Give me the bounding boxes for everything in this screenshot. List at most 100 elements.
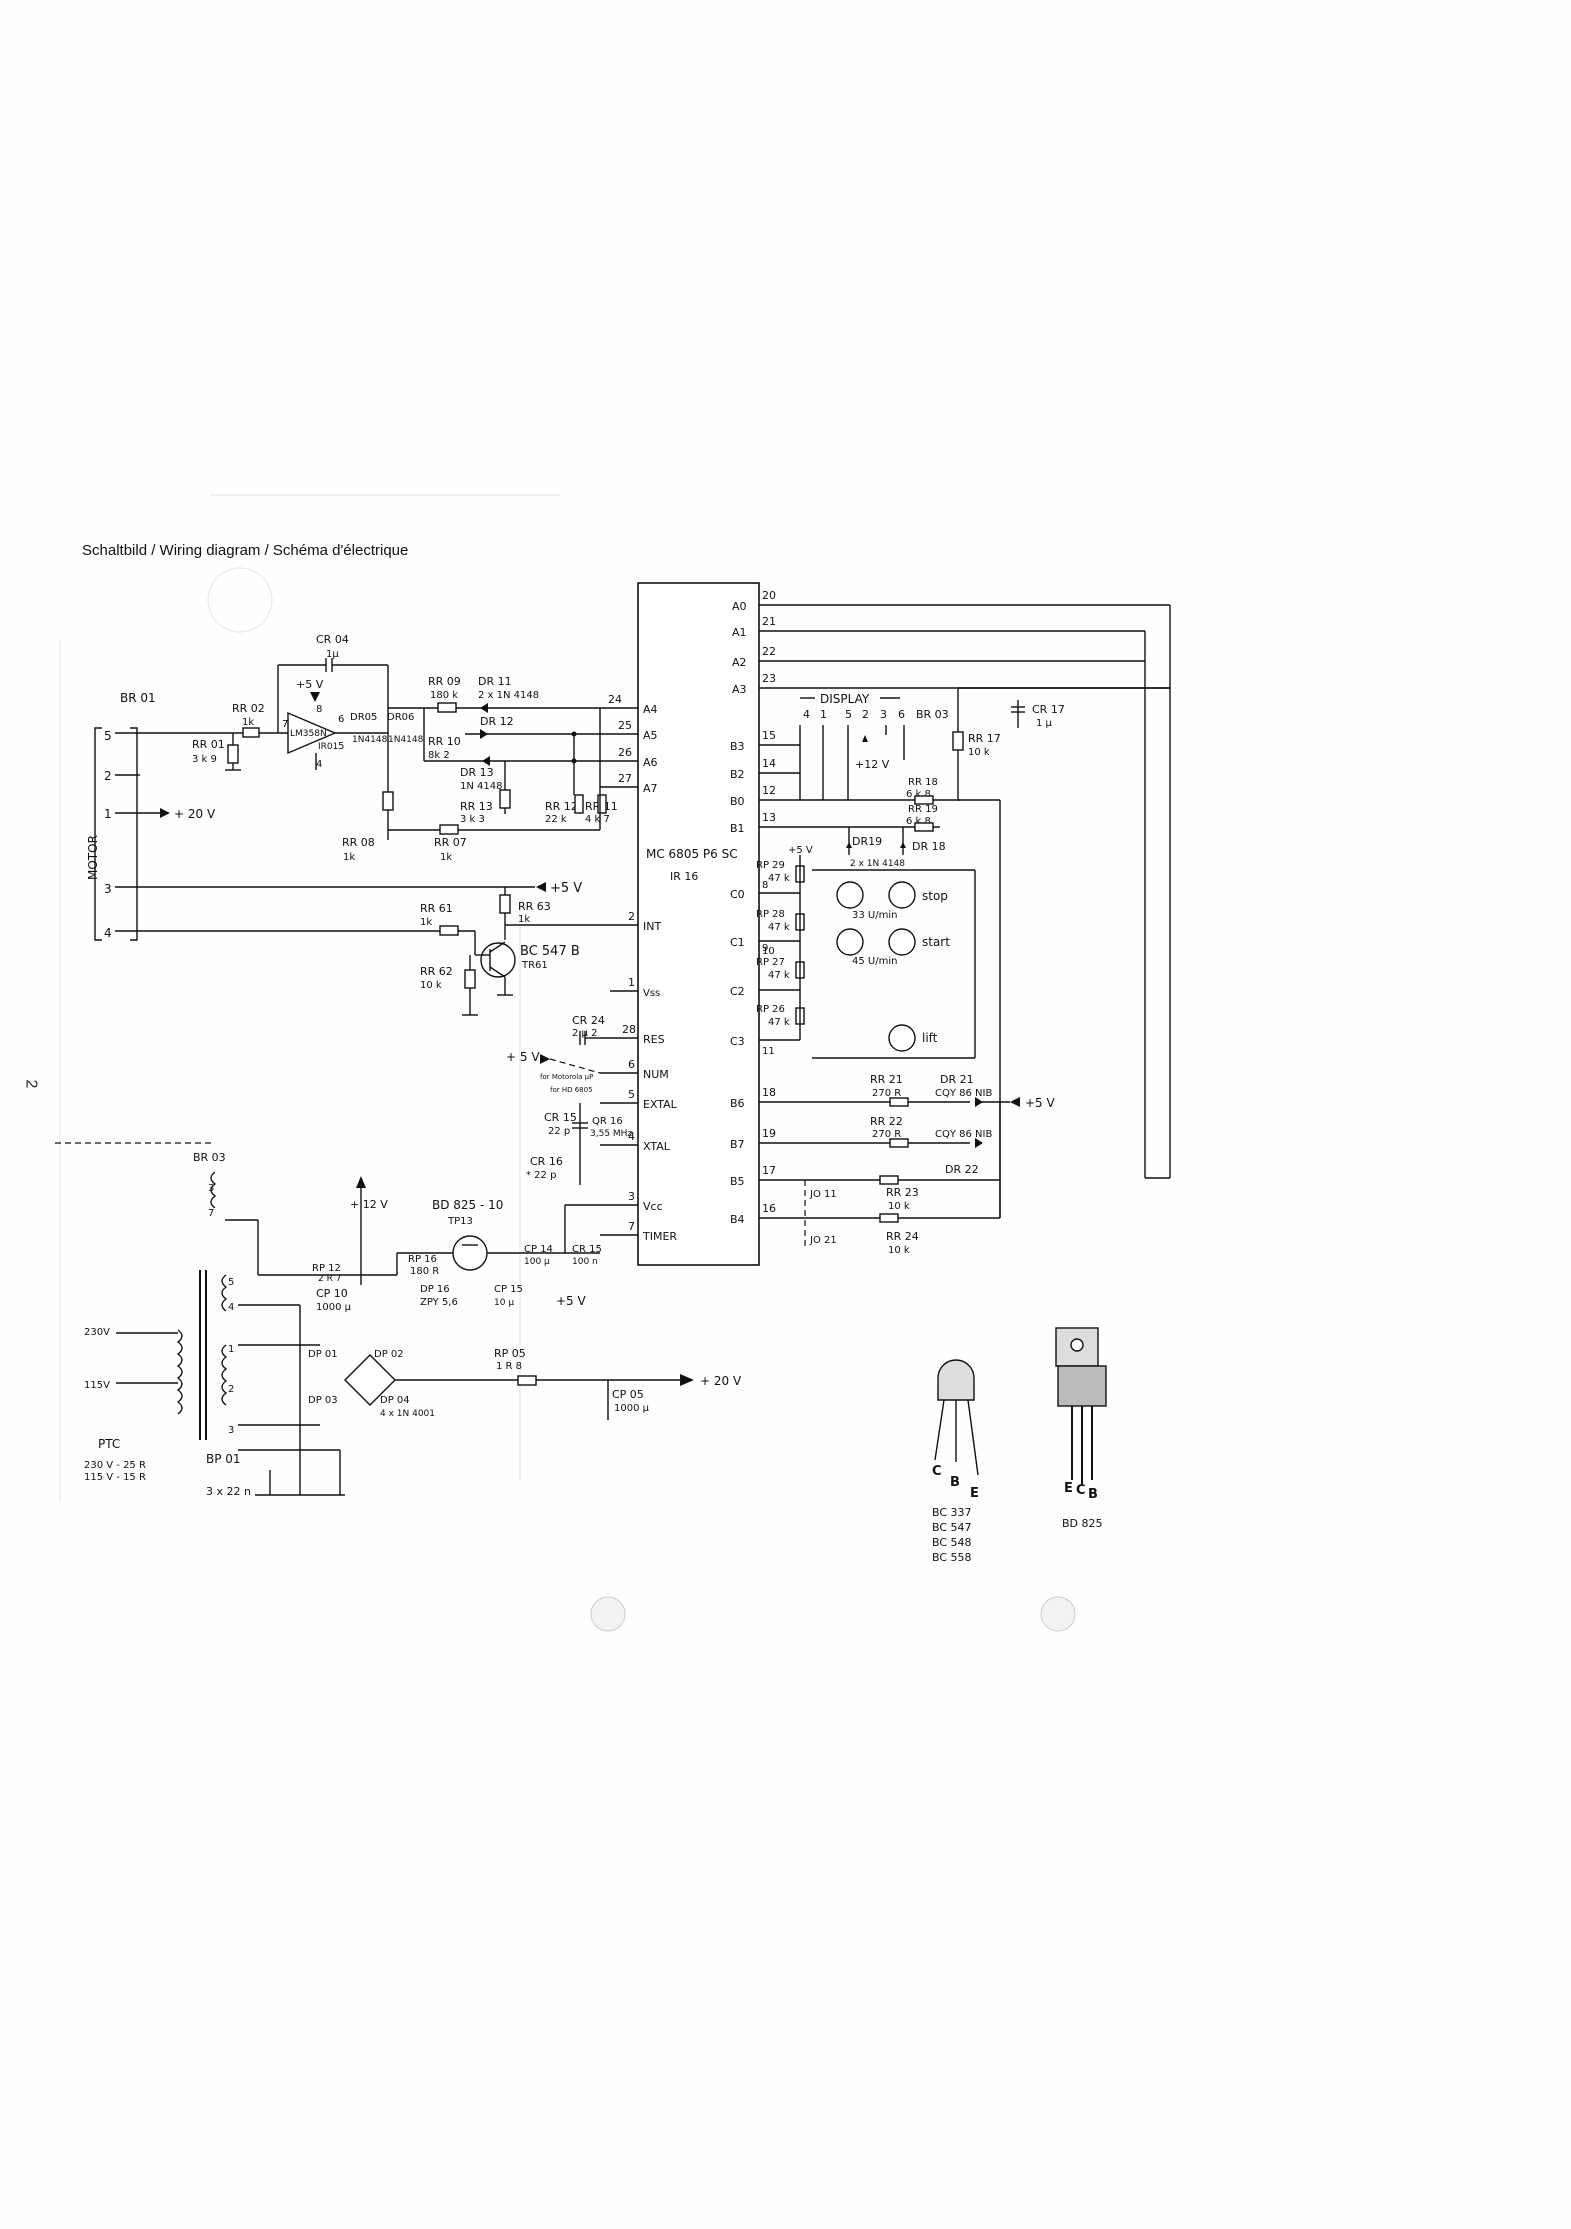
svg-text:E: E: [1064, 1481, 1073, 1496]
svg-text:A4: A4: [643, 703, 658, 716]
svg-text:RP 26: RP 26: [756, 1004, 785, 1015]
svg-text:26: 26: [618, 746, 632, 759]
svg-text:B6: B6: [730, 1097, 745, 1110]
svg-text:47 k: 47 k: [768, 970, 790, 981]
svg-text:CP 05: CP 05: [612, 1388, 644, 1401]
svg-text:2 x 1N 4148: 2 x 1N 4148: [478, 690, 539, 701]
svg-text:CP 10: CP 10: [316, 1287, 348, 1300]
svg-text:18: 18: [762, 1086, 776, 1099]
svg-text:1µ: 1µ: [326, 649, 339, 660]
svg-text:4: 4: [104, 926, 112, 940]
svg-text:3: 3: [104, 882, 112, 896]
svg-text:C: C: [932, 1464, 942, 1479]
svg-text:RR 61: RR 61: [420, 902, 453, 915]
svg-text:7: 7: [628, 1220, 635, 1233]
led-section: RR 21 270 R DR 21 CQY 86 NIB +5 V RR 22 …: [804, 1073, 1056, 1256]
svg-text:C2: C2: [730, 985, 745, 998]
svg-text:33 U/min: 33 U/min: [852, 910, 897, 921]
svg-text:230 V - 25 R: 230 V - 25 R: [84, 1460, 146, 1471]
svg-text:5: 5: [845, 708, 852, 721]
svg-text:3 k 3: 3 k 3: [460, 814, 485, 825]
svg-text:1k: 1k: [242, 717, 254, 728]
svg-text:+ 5 V: + 5 V: [506, 1050, 540, 1064]
svg-text:4 x 1N 4001: 4 x 1N 4001: [380, 1409, 435, 1419]
svg-text:B: B: [950, 1475, 960, 1490]
svg-text:BC 547: BC 547: [932, 1521, 972, 1534]
svg-text:IR01: IR01: [318, 742, 338, 752]
svg-text:RR 13: RR 13: [460, 800, 493, 813]
svg-text:CR 24: CR 24: [572, 1014, 605, 1027]
svg-text:1N4148: 1N4148: [352, 735, 388, 745]
svg-text:17: 17: [762, 1164, 776, 1177]
svg-text:3: 3: [628, 1190, 635, 1203]
svg-text:BR 03: BR 03: [193, 1151, 226, 1164]
svg-text:DP 04: DP 04: [380, 1395, 410, 1406]
svg-text:+12 V: +12 V: [855, 758, 890, 771]
svg-text:8: 8: [316, 704, 322, 715]
svg-text:1 R 8: 1 R 8: [496, 1361, 522, 1372]
svg-text:CQY 86 NIB: CQY 86 NIB: [935, 1129, 992, 1140]
svg-text:2: 2: [628, 910, 635, 923]
svg-text:RR 24: RR 24: [886, 1230, 919, 1243]
svg-text:6: 6: [338, 714, 344, 725]
to126-package: E C B BD 825: [1055, 1327, 1107, 1530]
svg-text:3 x 22 n: 3 x 22 n: [206, 1485, 251, 1498]
svg-text:RR 22: RR 22: [870, 1115, 903, 1128]
svg-text:22 k: 22 k: [545, 814, 567, 825]
svg-text:230V: 230V: [84, 1327, 110, 1338]
svg-text:9: 9: [762, 943, 768, 954]
svg-text:A0: A0: [732, 600, 747, 613]
svg-text:XTAL: XTAL: [643, 1140, 671, 1153]
svg-text:RR 10: RR 10: [428, 735, 461, 748]
svg-text:B4: B4: [730, 1213, 745, 1226]
svg-text:10 k: 10 k: [888, 1201, 910, 1212]
power-supply: BR 03 3 7 + 12 V RP 12 2 R 7 CP 10 1000 …: [55, 1142, 742, 1498]
svg-text:BD 825 - 10: BD 825 - 10: [432, 1198, 503, 1212]
svg-text:ZPY 5,6: ZPY 5,6: [420, 1297, 458, 1308]
br01-label: BR 01: [120, 691, 156, 705]
svg-text:180 k: 180 k: [430, 690, 458, 701]
keypad: +5 V RP 29 47 k RP 28 47 k RP 27 47 k RP…: [756, 845, 976, 1059]
svg-text:DR 22: DR 22: [945, 1163, 979, 1176]
svg-text:RR 63: RR 63: [518, 900, 551, 913]
svg-text:Vcc: Vcc: [643, 1200, 663, 1213]
svg-text:15: 15: [762, 729, 776, 742]
svg-text:DR 13: DR 13: [460, 766, 494, 779]
svg-text:100 n: 100 n: [572, 1257, 598, 1267]
svg-text:RR 02: RR 02: [232, 702, 265, 715]
svg-text:B: B: [1088, 1487, 1098, 1502]
svg-text:BD 825: BD 825: [1062, 1517, 1103, 1530]
diagram-title: Schaltbild / Wiring diagram / Schéma d'é…: [82, 542, 409, 559]
svg-text:CP 14: CP 14: [524, 1244, 553, 1255]
svg-text:47 k: 47 k: [768, 873, 790, 884]
svg-text:A2: A2: [732, 656, 747, 669]
svg-text:14: 14: [762, 757, 776, 770]
opamp-section: CR 04 1µ +5 V LM358N IR01 8 6 7 4 5 RR 0…: [192, 633, 424, 863]
svg-text:23: 23: [762, 672, 776, 685]
svg-text:7: 7: [208, 1208, 214, 1219]
svg-text:5: 5: [228, 1277, 234, 1288]
svg-text:1: 1: [104, 807, 112, 821]
svg-text:100 µ: 100 µ: [524, 1257, 550, 1267]
mcu-ref: IR 16: [670, 870, 698, 883]
svg-text:4: 4: [628, 1130, 635, 1143]
svg-text:CR 15: CR 15: [544, 1111, 577, 1124]
svg-text:27: 27: [618, 772, 632, 785]
svg-text:DISPLAY: DISPLAY: [820, 692, 870, 706]
svg-text:24: 24: [608, 693, 622, 706]
svg-text:CQY 86 NIB: CQY 86 NIB: [935, 1088, 992, 1099]
svg-text:1k: 1k: [440, 852, 452, 863]
svg-text:6 k 8: 6 k 8: [906, 789, 931, 800]
svg-text:1N 4148: 1N 4148: [460, 781, 502, 792]
svg-text:+5 V: +5 V: [556, 1294, 587, 1308]
svg-text:12: 12: [762, 784, 776, 797]
svg-text:2: 2: [862, 708, 869, 721]
svg-text:BC 547 B: BC 547 B: [520, 944, 580, 959]
svg-text:2 R 7: 2 R 7: [318, 1274, 341, 1284]
svg-text:22: 22: [762, 645, 776, 658]
svg-text:BC 337: BC 337: [932, 1506, 972, 1519]
